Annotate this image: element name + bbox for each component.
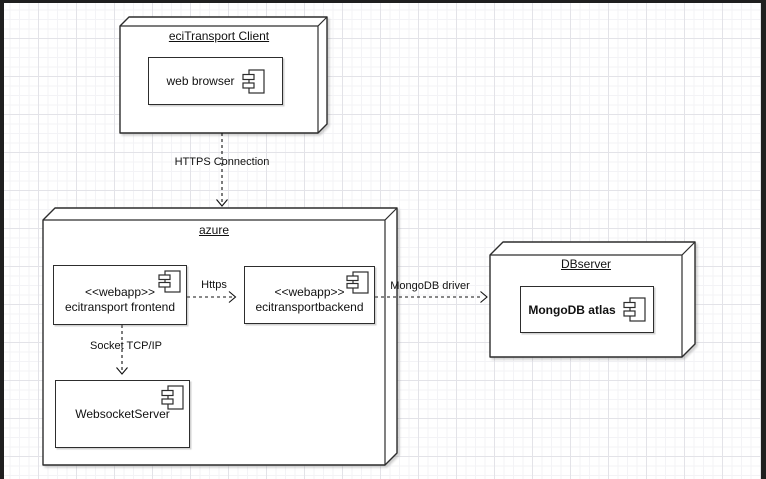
- component-web-browser-label: web browser: [166, 74, 235, 88]
- node-dbserver-bevel: [490, 241, 696, 357]
- component-icon: [161, 385, 184, 410]
- component-websocketserver[interactable]: WebsocketServer: [55, 380, 190, 448]
- component-web-browser[interactable]: web browser: [148, 57, 283, 105]
- window-frame-left: [0, 0, 4, 479]
- edge-label-https-connection: HTTPS Connection: [174, 156, 270, 168]
- component-icon: [623, 297, 646, 322]
- component-mongodb-atlas[interactable]: MongoDB atlas: [520, 286, 654, 333]
- edge-https-arrowhead: [228, 291, 237, 303]
- component-websocketserver-label: WebsocketServer: [75, 407, 170, 421]
- component-ecitransport-backend[interactable]: <<webapp>> ecitransportbackend: [244, 266, 375, 324]
- node-azure-bevel: [43, 207, 398, 465]
- edge-mongodb-driver-arrowhead: [480, 291, 488, 303]
- component-icon: [241, 68, 265, 94]
- component-backend-stereotype: <<webapp>>: [274, 285, 345, 299]
- component-frontend-label: ecitransport frontend: [64, 300, 176, 314]
- node-title-azure: azure: [198, 223, 230, 237]
- component-icon: [346, 271, 369, 294]
- component-ecitransport-frontend[interactable]: <<webapp>> ecitransport frontend: [53, 265, 187, 325]
- edge-socket-tcpip-arrowhead: [116, 367, 128, 375]
- node-title-dbserver: DBserver: [560, 257, 611, 271]
- component-backend-label: ecitransportbackend: [255, 300, 364, 314]
- node-ecitransport-client-bevel: [120, 16, 328, 133]
- window-frame-right: [761, 0, 766, 479]
- component-frontend-stereotype: <<webapp>>: [84, 285, 156, 299]
- edge-label-https: Https: [201, 279, 227, 291]
- edge-https-connection-arrowhead: [216, 199, 228, 207]
- component-icon: [158, 270, 181, 293]
- edge-label-mongodb-driver: MongoDB driver: [390, 280, 470, 292]
- edge-label-socket-tcpip: Socket TCP/IP: [90, 340, 162, 352]
- component-mongodb-atlas-label: MongoDB atlas: [528, 302, 616, 317]
- window-frame-top: [0, 0, 766, 3]
- node-title-client: eciTransport Client: [168, 29, 270, 43]
